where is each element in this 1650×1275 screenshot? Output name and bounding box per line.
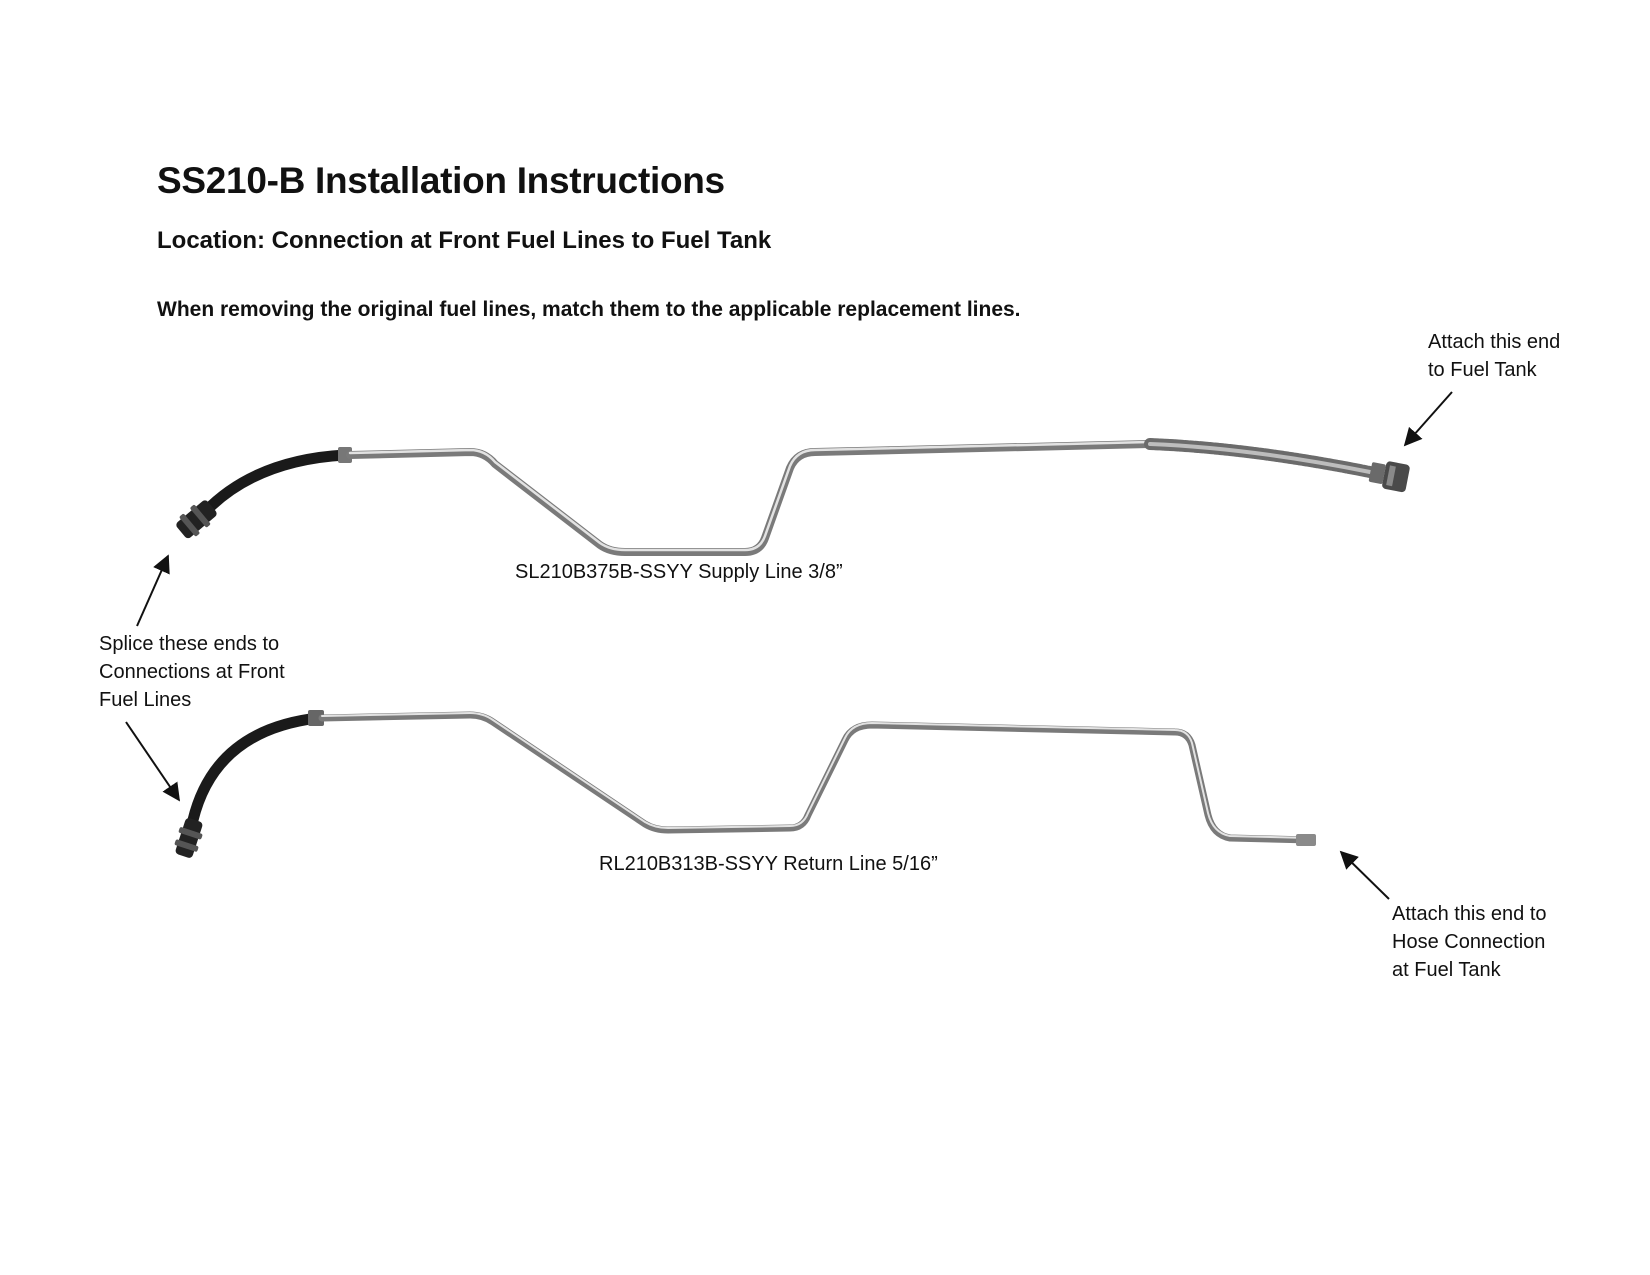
return-line-hose xyxy=(187,712,324,826)
supply-tank-fitting xyxy=(1368,461,1410,493)
return-quick-connect-fitting xyxy=(174,818,203,858)
supply-ferrule xyxy=(338,447,352,463)
instruction-text: When removing the original fuel lines, m… xyxy=(157,298,1021,321)
callout-hose-end-line: Hose Connection xyxy=(1392,931,1546,953)
callout-splice-line: Splice these ends to xyxy=(99,633,280,655)
supply-steel-tube xyxy=(346,440,1154,556)
callout-splice-line: Connections at Front xyxy=(99,661,285,683)
return-steel-tube xyxy=(318,711,1314,844)
callout-hose-end-line: Attach this end to xyxy=(1392,903,1547,925)
location-subtitle: Location: Connection at Front Fuel Lines… xyxy=(157,227,772,254)
page-title: SS210-B Installation Instructions xyxy=(157,160,725,201)
callout-hose-end: Attach this end to Hose Connection at Fu… xyxy=(1392,900,1547,984)
return-tube-end xyxy=(1296,834,1316,846)
return-line xyxy=(174,710,1316,858)
callout-tank-end: Attach this end to Fuel Tank xyxy=(1428,328,1560,384)
return-line-label: RL210B313B-SSYY Return Line 5/16” xyxy=(599,853,938,875)
callout-tank-end-line: to Fuel Tank xyxy=(1428,359,1537,381)
return-ferrule xyxy=(308,710,324,726)
splice-supply-arrow xyxy=(136,554,170,627)
splice-return-arrow xyxy=(125,721,181,802)
supply-line-label: SL210B375B-SSYY Supply Line 3/8” xyxy=(515,561,843,583)
supply-braided-hose xyxy=(1144,438,1376,478)
hose-end-arrow xyxy=(1339,850,1390,900)
supply-line xyxy=(176,438,1410,556)
supply-line-hose xyxy=(199,449,351,518)
callout-tank-end-line: Attach this end xyxy=(1428,331,1561,353)
callout-splice-line: Fuel Lines xyxy=(99,689,192,711)
callout-splice-ends: Splice these ends to Connections at Fron… xyxy=(99,630,285,714)
supply-quick-connect-fitting xyxy=(176,500,217,539)
callout-hose-end-line: at Fuel Tank xyxy=(1392,959,1501,981)
tank-end-arrow xyxy=(1403,391,1453,447)
